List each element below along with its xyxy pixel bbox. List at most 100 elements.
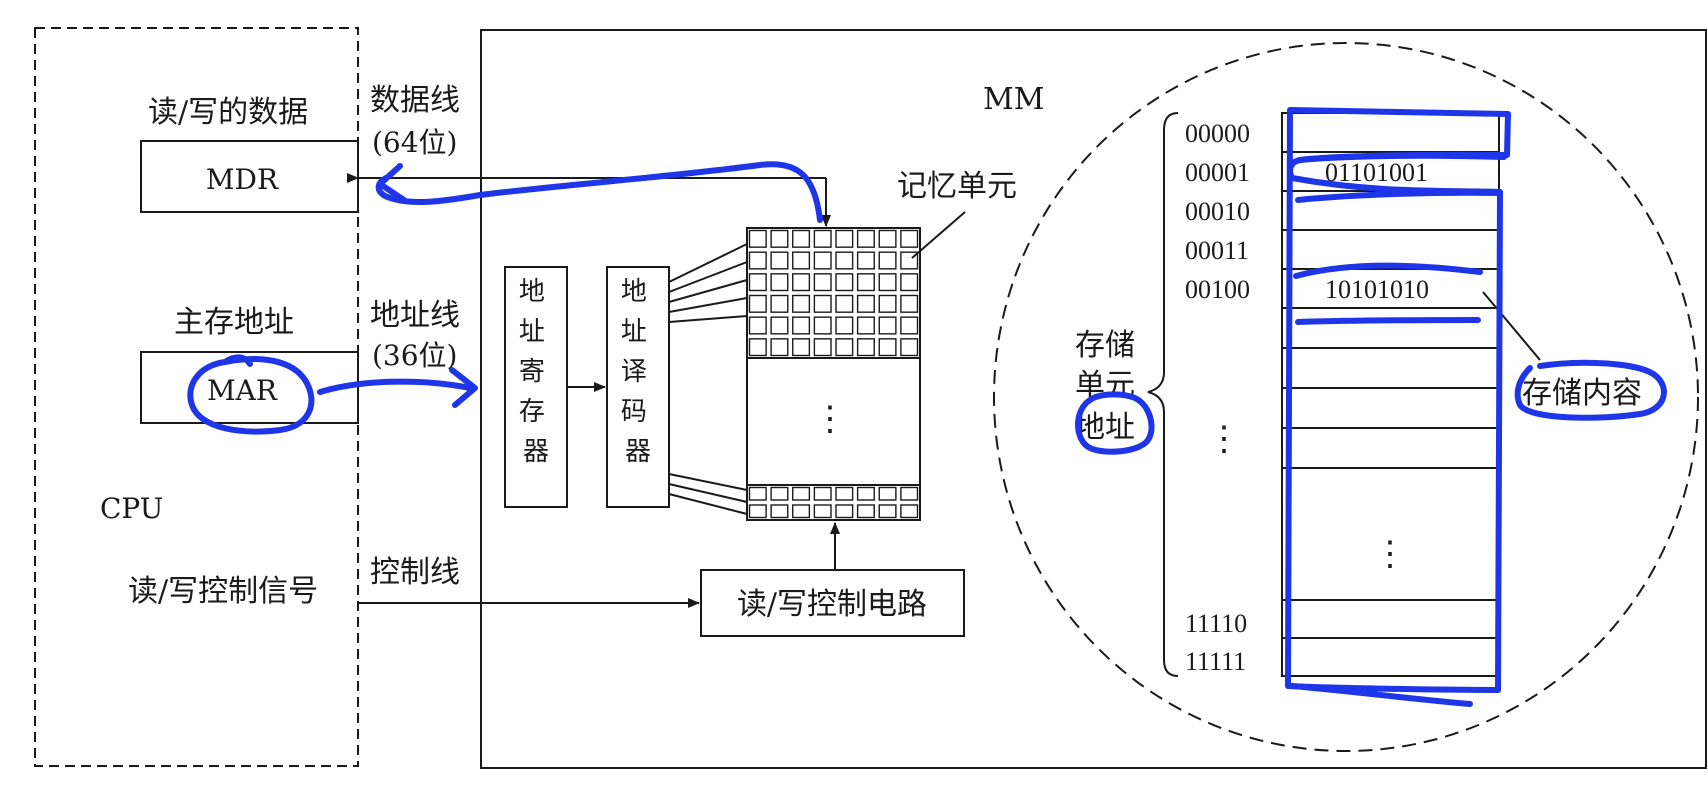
handwritten-annotations: [187, 107, 1667, 707]
memory-array-frame: [746, 227, 921, 521]
cell-grid-top: [748, 229, 919, 357]
memory-column-frame: [1281, 112, 1500, 677]
memory-cell: [792, 294, 811, 313]
cpu-label: CPU: [100, 492, 163, 525]
select-line: [668, 315, 748, 323]
address-00100: 00100: [1185, 275, 1250, 304]
memory-cell: [813, 273, 832, 292]
memory-cell: [748, 338, 767, 357]
memory-cell: [748, 294, 767, 313]
mm-label: MM: [983, 82, 1044, 117]
address-decoder-label-c5: 器: [625, 437, 651, 467]
memory-cell: [856, 338, 875, 357]
select-line: [668, 279, 748, 303]
ink-row-00010: [1295, 189, 1503, 203]
address-decoder-label-c1: 地: [621, 277, 647, 307]
address-11111: 11111: [1185, 647, 1246, 676]
unit-address-label-top: 存储: [1075, 328, 1135, 363]
memory-cell-pointer: [911, 211, 966, 259]
address-00010: 00010: [1185, 197, 1250, 226]
memory-cell: [856, 486, 875, 501]
memory-cell: [770, 273, 789, 292]
memory-cell: [878, 338, 897, 357]
address-decoder-box: [606, 266, 670, 508]
memory-column: [1281, 112, 1500, 677]
memory-cell: [770, 251, 789, 270]
mdr-register: [140, 140, 359, 213]
address-width-label: (36位): [372, 339, 457, 372]
word-select-lines: [668, 243, 748, 515]
memory-cell: [748, 486, 767, 501]
memory-cell: [748, 251, 767, 270]
memory-cell: [792, 316, 811, 335]
address-register-label-c5: 器: [523, 437, 549, 467]
memory-cell: [900, 338, 919, 357]
ink-data-arrowhead: [377, 163, 407, 203]
memory-cell: [792, 504, 811, 519]
array-ellipsis: ⋮: [813, 399, 847, 439]
address-decoder-label-c3: 译: [621, 357, 647, 387]
memory-cell: [748, 316, 767, 335]
memory-cell: [813, 251, 832, 270]
memory-cell: [813, 294, 832, 313]
memory-cell: [792, 273, 811, 292]
memory-cell: [835, 273, 854, 292]
address-ellipsis: ⋮: [1207, 419, 1241, 459]
memory-cell: [878, 486, 897, 501]
ink-row-00100-bottom: [1295, 317, 1481, 325]
memory-cell: [770, 486, 789, 501]
memory-cell: [835, 338, 854, 357]
mdr-label: MDR: [206, 163, 279, 196]
address-brace: [1147, 112, 1179, 677]
address-11110: 11110: [1185, 609, 1247, 638]
memory-cell: [770, 504, 789, 519]
control-signal-label: 读/写控制信号: [128, 574, 318, 609]
address-decoder-label: 地 址 译 码 器: [621, 277, 655, 467]
address-decoder-label-c4: 码: [621, 397, 647, 427]
content-00001: 01101001: [1325, 158, 1428, 187]
memory-cell: [792, 486, 811, 501]
memory-cell: [878, 504, 897, 519]
select-line: [668, 493, 748, 515]
address-register-label-c1: 地: [519, 277, 545, 307]
content-pointer: [1482, 291, 1541, 361]
ink-column-bottom: [1289, 683, 1473, 707]
memory-cell: [900, 273, 919, 292]
address-register-label-c2: 址: [519, 317, 545, 347]
zoom-circle: [993, 42, 1699, 752]
ink-row-00100-top: [1293, 262, 1483, 279]
memory-cell: [813, 486, 832, 501]
memory-cell-label: 记忆单元: [897, 169, 1017, 204]
address-decoder-label-c2: 址: [621, 317, 647, 347]
memory-cell: [813, 504, 832, 519]
address-caption: 主存地址: [174, 305, 294, 340]
address-register-label: 地 址 寄 存 器: [519, 277, 553, 467]
memory-cell: [856, 294, 875, 313]
select-line: [668, 483, 748, 503]
memory-array: ⋮: [746, 227, 921, 521]
ink-mar-circle: [187, 354, 315, 435]
memory-cell: [835, 316, 854, 335]
ink-mar-arrow: [317, 378, 473, 395]
memory-cell: [813, 229, 832, 248]
memory-cell: [900, 229, 919, 248]
column-ellipsis: ⋮: [1373, 534, 1407, 574]
address-00001: 00001: [1185, 158, 1250, 187]
memory-cell: [770, 338, 789, 357]
memory-cell: [835, 504, 854, 519]
select-line: [668, 297, 748, 313]
memory-cell: [900, 316, 919, 335]
address-register-label-c4: 存: [519, 397, 545, 427]
memory-cell: [748, 229, 767, 248]
ink-content-circle: [1514, 359, 1667, 421]
memory-cell: [813, 338, 832, 357]
memory-cell: [900, 294, 919, 313]
unit-address-label-bot: 地址: [1075, 410, 1135, 445]
memory-cell: [878, 229, 897, 248]
rw-control-circuit-label: 读/写控制电路: [737, 587, 927, 622]
select-line: [668, 261, 748, 293]
address-00000: 00000: [1185, 119, 1250, 148]
memory-cell: [900, 486, 919, 501]
memory-cell: [835, 251, 854, 270]
